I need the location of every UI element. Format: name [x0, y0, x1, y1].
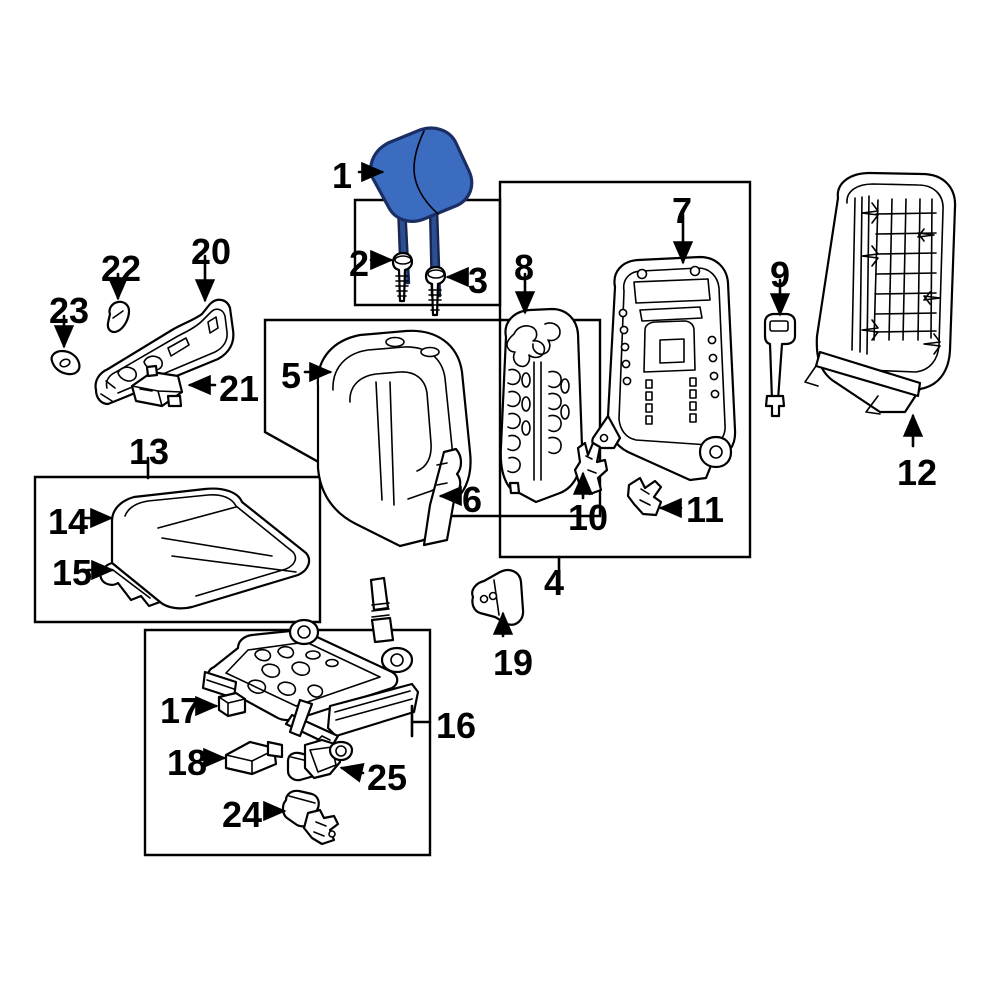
- part-1-headrest: [369, 126, 474, 298]
- callout-label-24: 24: [222, 794, 263, 835]
- callout-label-19: 19: [493, 642, 534, 683]
- callout-label-15: 15: [52, 552, 93, 593]
- callout-label-9: 9: [770, 254, 791, 295]
- part-8-seat-back-pad: [499, 307, 584, 504]
- part-25-height-motor: [286, 735, 354, 782]
- callout-label-12: 12: [897, 452, 938, 493]
- callout-label-5: 5: [281, 355, 302, 396]
- part-21-adjust-switch: [130, 364, 184, 408]
- part-11-hinge-bracket: [626, 476, 663, 517]
- part-14-cushion-cover: [110, 487, 311, 610]
- part-7-seat-back-frame: [591, 255, 737, 482]
- callout-label-11: 11: [686, 489, 725, 530]
- callout-label-20: 20: [191, 231, 232, 272]
- headrest-seam-line: [413, 130, 439, 215]
- part-23-trim-cap-lower: [50, 349, 81, 376]
- part-9-lumbar-rod: [763, 312, 797, 418]
- part-16-seat-track: [201, 576, 420, 748]
- callout-leaders: [53, 161, 924, 822]
- callout-label-6: 6: [462, 479, 483, 520]
- callout-label-16: 16: [436, 705, 477, 746]
- callout-label-22: 22: [101, 248, 142, 289]
- callout-label-18: 18: [167, 742, 208, 783]
- part-12-seat-back-panel: [804, 171, 957, 415]
- part-2-bolt: [391, 251, 414, 303]
- callout-label-13: 13: [129, 431, 170, 472]
- callout-label-17: 17: [160, 690, 201, 731]
- callout-label-7: 7: [672, 190, 693, 231]
- callout-label-10: 10: [568, 497, 609, 538]
- part-24-recliner-motor: [281, 789, 340, 846]
- part-5-seat-back-cover: [316, 329, 472, 548]
- part-19-hinge-cover: [471, 568, 525, 626]
- callout-label-14: 14: [48, 501, 89, 542]
- callout-label-23: 23: [49, 290, 90, 331]
- group-box-seat-back: [498, 180, 752, 559]
- part-20-side-trim-cover: [94, 298, 235, 406]
- headrest-cushion-body: [369, 126, 474, 223]
- callout-label-25: 25: [367, 757, 408, 798]
- part-22-trim-cap-upper: [106, 300, 131, 334]
- part-3-bolt: [424, 265, 447, 317]
- part-14-15-seat-cushion: [99, 487, 311, 610]
- leader-25: [339, 762, 365, 783]
- callout-label-3: 3: [468, 260, 489, 301]
- callout-label-2: 2: [349, 243, 370, 284]
- part-10-clip: [573, 441, 609, 496]
- part-17-stopper: [217, 691, 247, 718]
- callout-label-4: 4: [544, 562, 565, 603]
- callout-label-21: 21: [219, 368, 260, 409]
- group-box-seat-track: [143, 628, 432, 857]
- group-box-seat-cushion: [33, 475, 322, 624]
- part-18-sensor: [224, 740, 284, 776]
- callout-label-8: 8: [514, 247, 535, 288]
- callout-label-1: 1: [332, 155, 353, 196]
